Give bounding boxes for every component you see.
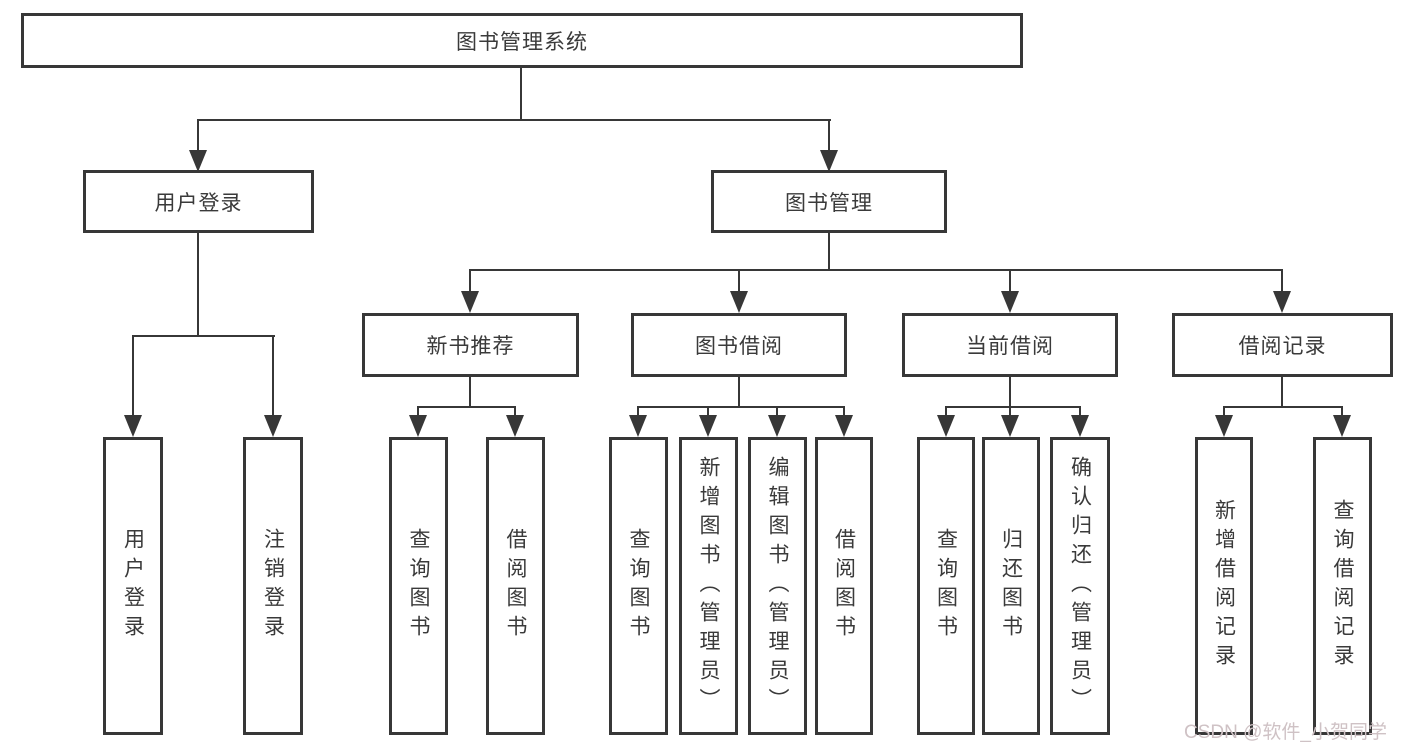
node-book-management: 图书管理 bbox=[711, 170, 947, 233]
connector-line bbox=[1281, 269, 1283, 293]
connector-line bbox=[469, 377, 471, 408]
leaf-borrow-books-recommend: 借阅图书 bbox=[486, 437, 545, 735]
connector-line bbox=[132, 335, 275, 337]
leaf-label: 查询借阅记录 bbox=[1331, 499, 1354, 673]
arrowhead-down-icon bbox=[937, 415, 955, 437]
arrowhead-down-icon bbox=[1001, 415, 1019, 437]
leaf-label: 编辑图书（管理员） bbox=[766, 455, 789, 717]
leaf-query-books-current: 查询图书 bbox=[917, 437, 975, 735]
connector-line bbox=[1009, 406, 1011, 417]
connector-line bbox=[417, 406, 419, 417]
leaf-label: 查询图书 bbox=[627, 528, 650, 644]
node-label: 图书借阅 bbox=[695, 335, 783, 358]
connector-line bbox=[469, 269, 471, 293]
leaf-query-borrow-record: 查询借阅记录 bbox=[1313, 437, 1372, 735]
leaf-label: 确认归还（管理员） bbox=[1068, 455, 1092, 717]
connector-line bbox=[1281, 377, 1283, 408]
node-label: 新书推荐 bbox=[426, 335, 515, 358]
leaf-label: 查询图书 bbox=[407, 528, 430, 644]
leaf-query-books-borrowing: 查询图书 bbox=[609, 437, 668, 735]
leaf-label: 借阅图书 bbox=[504, 528, 527, 644]
connector-line bbox=[738, 269, 740, 293]
node-label: 图书管理 bbox=[785, 191, 873, 215]
connector-line bbox=[1009, 269, 1011, 293]
arrowhead-down-icon bbox=[461, 291, 479, 313]
connector-line bbox=[1223, 406, 1343, 408]
node-label: 借阅记录 bbox=[1238, 335, 1327, 358]
arrowhead-down-icon bbox=[629, 415, 647, 437]
leaf-label: 注销登录 bbox=[261, 528, 285, 644]
node-book-borrowing: 图书借阅 bbox=[631, 313, 847, 377]
leaf-query-books-recommend: 查询图书 bbox=[389, 437, 448, 735]
csdn-watermark: CSDN @软件_小贺同学 bbox=[1184, 722, 1387, 743]
arrowhead-down-icon bbox=[835, 415, 853, 437]
leaf-borrow-books: 借阅图书 bbox=[815, 437, 873, 735]
arrowhead-down-icon bbox=[1273, 291, 1291, 313]
connector-line bbox=[1223, 406, 1225, 417]
leaf-label: 新增借阅记录 bbox=[1212, 499, 1236, 673]
connector-line bbox=[637, 406, 845, 408]
node-library-system: 图书管理系统 bbox=[21, 13, 1023, 68]
node-user-login: 用户登录 bbox=[83, 170, 314, 233]
connector-line bbox=[707, 406, 709, 417]
node-label: 图书管理系统 bbox=[456, 30, 588, 54]
arrowhead-down-icon bbox=[730, 291, 748, 313]
connector-line bbox=[1009, 377, 1011, 408]
connector-line bbox=[637, 406, 639, 417]
leaf-confirm-return-admin: 确认归还（管理员） bbox=[1050, 437, 1110, 735]
connector-line bbox=[197, 233, 199, 337]
arrowhead-down-icon bbox=[699, 415, 717, 437]
node-borrowing-records: 借阅记录 bbox=[1172, 313, 1393, 377]
node-new-book-recommend: 新书推荐 bbox=[362, 313, 579, 377]
arrowhead-down-icon bbox=[1333, 415, 1351, 437]
connector-line bbox=[738, 377, 740, 408]
arrowhead-down-icon bbox=[264, 415, 282, 437]
leaf-label: 新增图书（管理员） bbox=[697, 455, 720, 717]
connector-line bbox=[272, 335, 274, 417]
leaf-edit-books-admin: 编辑图书（管理员） bbox=[748, 437, 807, 735]
node-label: 用户登录 bbox=[154, 191, 243, 215]
connector-line bbox=[197, 119, 199, 152]
node-current-borrowing: 当前借阅 bbox=[902, 313, 1118, 377]
leaf-add-borrow-record: 新增借阅记录 bbox=[1195, 437, 1253, 735]
leaf-label: 归还图书 bbox=[999, 528, 1023, 644]
connector-line bbox=[469, 269, 1283, 271]
connector-line bbox=[514, 406, 516, 417]
arrowhead-down-icon bbox=[768, 415, 786, 437]
connector-line bbox=[417, 406, 516, 408]
connector-line bbox=[1079, 406, 1081, 417]
leaf-add-books-admin: 新增图书（管理员） bbox=[679, 437, 738, 735]
connector-line bbox=[843, 406, 845, 417]
arrowhead-down-icon bbox=[1215, 415, 1233, 437]
leaf-return-books: 归还图书 bbox=[982, 437, 1040, 735]
connector-line bbox=[828, 233, 830, 271]
arrowhead-down-icon bbox=[1001, 291, 1019, 313]
leaf-label: 借阅图书 bbox=[832, 528, 856, 644]
connector-line bbox=[132, 335, 134, 417]
arrowhead-down-icon bbox=[189, 150, 207, 172]
arrowhead-down-icon bbox=[506, 415, 524, 437]
arrowhead-down-icon bbox=[409, 415, 427, 437]
arrowhead-down-icon bbox=[124, 415, 142, 437]
leaf-user-login: 用户登录 bbox=[103, 437, 163, 735]
connector-line bbox=[945, 406, 1081, 408]
arrowhead-down-icon bbox=[820, 150, 838, 172]
node-label: 当前借阅 bbox=[966, 335, 1054, 358]
connector-line bbox=[828, 119, 830, 152]
connector-line bbox=[520, 68, 522, 121]
arrowhead-down-icon bbox=[1071, 415, 1089, 437]
connector-line bbox=[945, 406, 947, 417]
leaf-label: 用户登录 bbox=[121, 528, 145, 644]
leaf-label: 查询图书 bbox=[934, 528, 958, 644]
leaf-logout: 注销登录 bbox=[243, 437, 303, 735]
connector-line bbox=[1341, 406, 1343, 417]
connector-line bbox=[197, 119, 831, 121]
connector-line bbox=[776, 406, 778, 417]
